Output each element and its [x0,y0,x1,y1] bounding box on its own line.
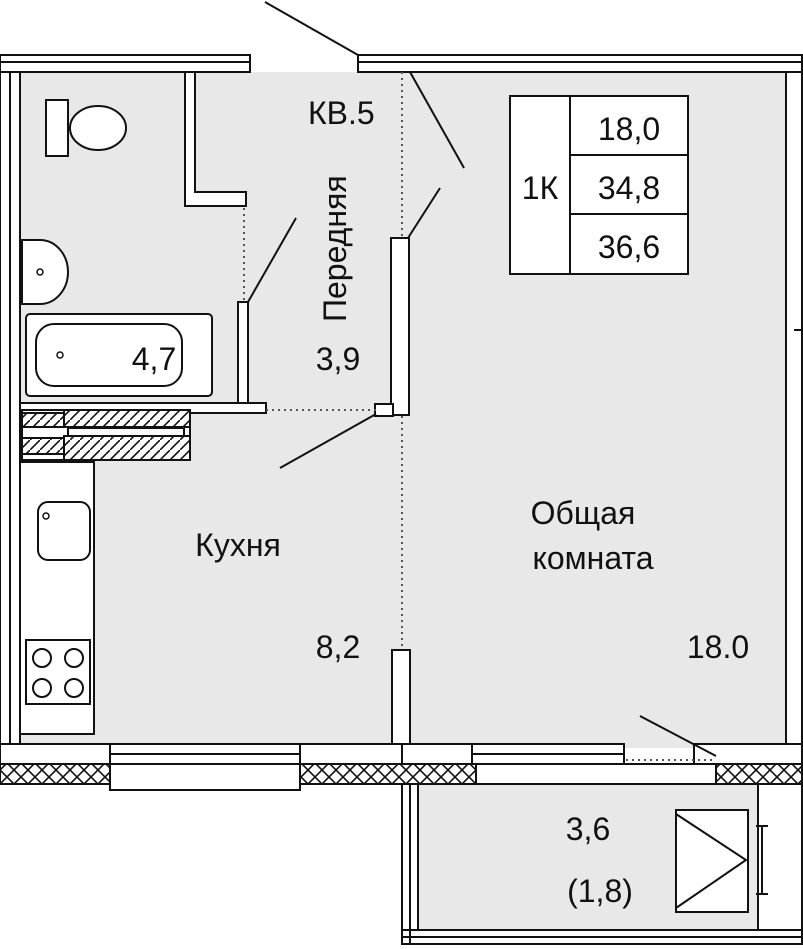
summary-total-area: 34,8 [598,170,660,206]
ventilation-unit [675,809,749,913]
room-door-leaf [407,187,441,239]
parapet-hatch [715,763,803,785]
balcony-area-reduced: (1,8) [567,873,633,909]
washbasin [21,239,69,305]
kitchen-sink [37,501,91,561]
bottom-wall-segment [0,743,111,765]
living-area: 18.0 [687,629,749,665]
hallway-partition [390,237,410,416]
parapet-hatch [299,763,477,785]
kitchen-door-leaf [279,413,377,469]
hatched-partition [21,409,191,461]
kitchen-living-partition [391,649,411,749]
bathroom-wall-upper [184,71,247,207]
summary-rooms: 1К [522,170,559,206]
kitchen-name: Кухня [195,527,281,563]
balcony-area: 3,6 [566,811,610,847]
bottom-wall-segment [401,743,473,765]
hallway-area: 3,9 [316,341,360,377]
right-wall [785,71,803,749]
toilet [45,99,127,157]
top-wall [0,54,803,73]
living-name-line1: Общая [531,495,636,531]
kitchen-area: 8,2 [316,629,360,665]
summary-living-area: 18,0 [598,111,660,147]
balcony-door-leaf [639,715,717,757]
hallway-name: Передняя [317,175,353,322]
top-wall-right [357,54,803,73]
apartment-label: КВ.5 [308,95,375,131]
balcony [401,783,803,945]
summary-total-with-balcony: 36,6 [598,229,660,265]
parapet-hatch [0,763,111,785]
bathroom-wall-lower [237,301,249,405]
living-name-line2: комната [532,540,653,576]
bathtub [25,313,213,397]
bathroom-door-leaf [247,217,297,303]
bathroom-area: 4,7 [132,341,176,377]
entrance-door-swing [409,71,465,169]
hallway-partition-foot [374,403,394,417]
bottom-wall [0,715,803,791]
bottom-wall-segment [299,743,403,765]
summary-table [509,95,689,275]
top-wall-left [0,54,251,73]
entrance-door-leaf [264,1,359,56]
balcony-wall-right [757,783,803,945]
